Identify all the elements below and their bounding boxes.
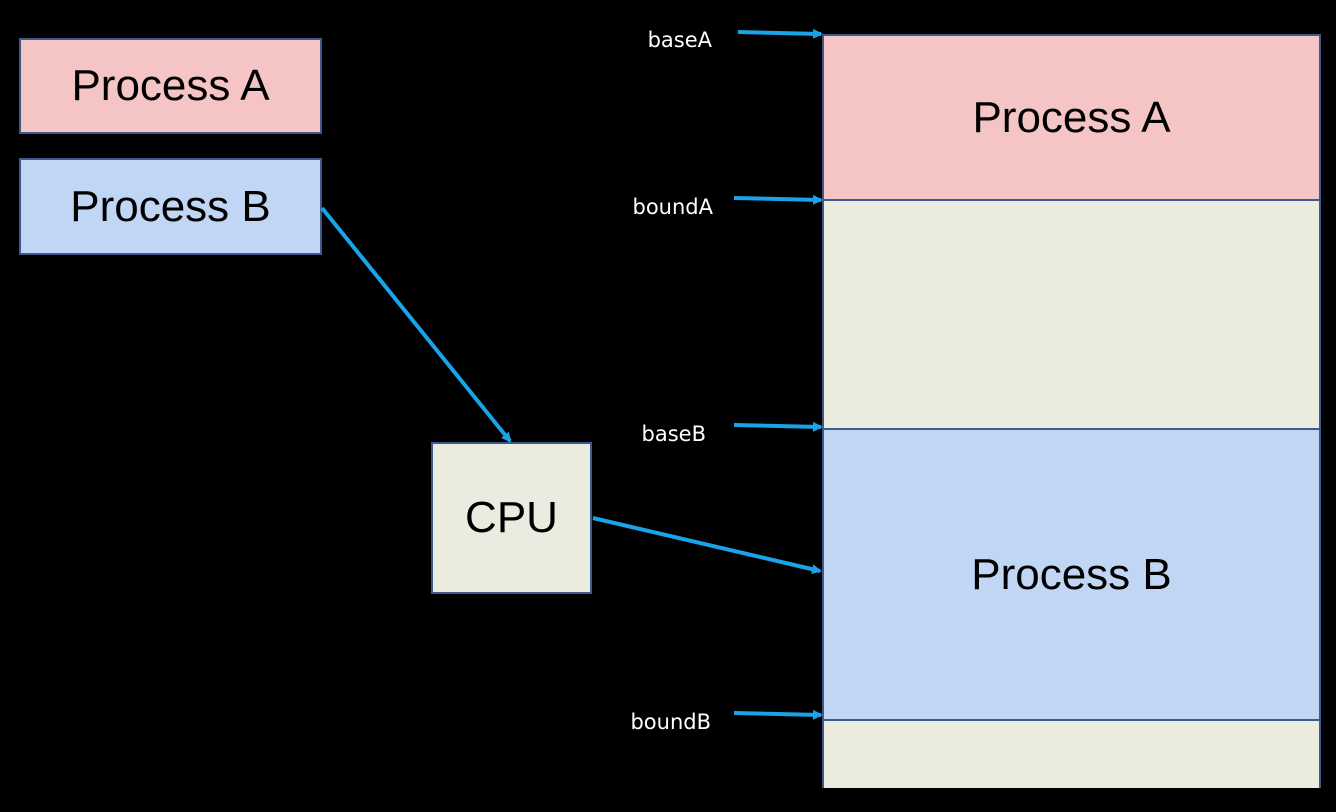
memory-segment-b-label: Process B [971, 549, 1172, 599]
process-b-label: Process B [70, 181, 271, 231]
bound-a-label: boundA [632, 195, 714, 219]
process-b-card: Process B [19, 158, 322, 255]
physical-memory: Process A Process B [822, 34, 1321, 788]
memory-free-region [824, 201, 1319, 428]
bound-b-label: boundB [630, 710, 711, 734]
process-a-label: Process A [71, 61, 270, 110]
base-a-arrow [737, 28, 823, 39]
memory-free-region [824, 721, 1319, 788]
bound-a-arrow [733, 194, 823, 205]
cpu-box: CPU [431, 442, 592, 594]
bound-b-arrow [733, 709, 823, 720]
memory-segment-process-a: Process A [824, 36, 1319, 201]
base-b-label: baseB [641, 422, 706, 446]
process-b-to-cpu-arrow [320, 206, 512, 443]
base-b-arrow [733, 421, 823, 432]
memory-segment-process-b: Process B [824, 428, 1319, 721]
process-a-card: Process A [19, 38, 322, 134]
base-a-label: baseA [647, 28, 712, 52]
cpu-label: CPU [465, 493, 558, 542]
cpu-to-memory-arrow [592, 516, 822, 575]
memory-segment-a-label: Process A [972, 92, 1171, 142]
